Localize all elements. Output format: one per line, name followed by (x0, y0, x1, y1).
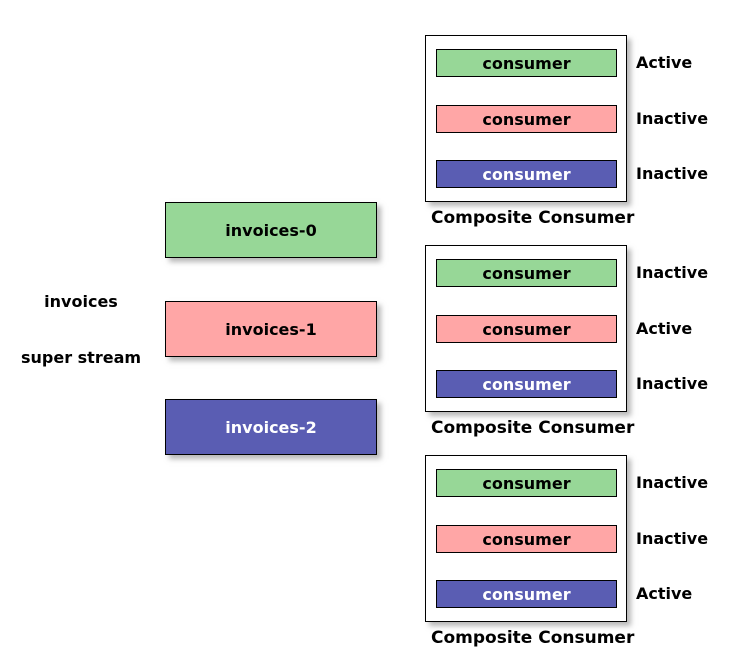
consumer-box: consumer (436, 49, 617, 77)
composite-consumer-group-3: consumer consumer consumer Inactive Inac… (425, 455, 708, 648)
composite-consumer-title: Composite Consumer (431, 418, 635, 438)
consumer-label: consumer (482, 529, 571, 549)
consumer-status-label: Active (636, 319, 693, 338)
consumer-label: consumer (482, 584, 571, 604)
composite-consumer-group-1: consumer consumer consumer Active Inacti… (425, 35, 708, 228)
consumer-status-label: Inactive (636, 109, 709, 128)
partition-label: invoices-0 (225, 220, 317, 240)
consumer-label: consumer (482, 319, 571, 339)
consumer-box: consumer (436, 315, 617, 343)
consumer-status-label: Inactive (636, 374, 709, 393)
consumer-box: consumer (436, 525, 617, 553)
consumer-label: consumer (482, 109, 571, 129)
composite-consumer-title: Composite Consumer (431, 208, 635, 228)
consumer-label: consumer (482, 263, 571, 283)
consumer-label: consumer (482, 374, 571, 394)
consumer-box: consumer (436, 160, 617, 188)
consumer-label: consumer (482, 164, 571, 184)
consumer-status-label: Inactive (636, 263, 709, 282)
consumer-status-label: Active (636, 584, 693, 603)
consumer-label: consumer (482, 53, 571, 73)
partition-label: invoices-1 (225, 319, 317, 339)
consumer-box: consumer (436, 469, 617, 497)
composite-consumer-title: Composite Consumer (431, 628, 635, 648)
stream-name-label: invoices (44, 292, 118, 311)
composite-consumer-group-2: consumer consumer consumer Inactive Acti… (425, 245, 708, 438)
partition-box-invoices-2: invoices-2 (165, 399, 377, 455)
consumer-status-label: Inactive (636, 164, 709, 183)
partition-box-invoices-1: invoices-1 (165, 301, 377, 357)
consumer-status-label: Active (636, 53, 693, 72)
partition-box-invoices-0: invoices-0 (165, 202, 377, 258)
stream-type-label: super stream (20, 348, 142, 367)
consumer-box: consumer (436, 259, 617, 287)
partition-label: invoices-2 (225, 417, 317, 437)
consumer-box: consumer (436, 580, 617, 608)
consumer-status-label: Inactive (636, 529, 709, 548)
consumer-box: consumer (436, 370, 617, 398)
consumer-box: consumer (436, 105, 617, 133)
consumer-label: consumer (482, 473, 571, 493)
consumer-status-label: Inactive (636, 473, 709, 492)
